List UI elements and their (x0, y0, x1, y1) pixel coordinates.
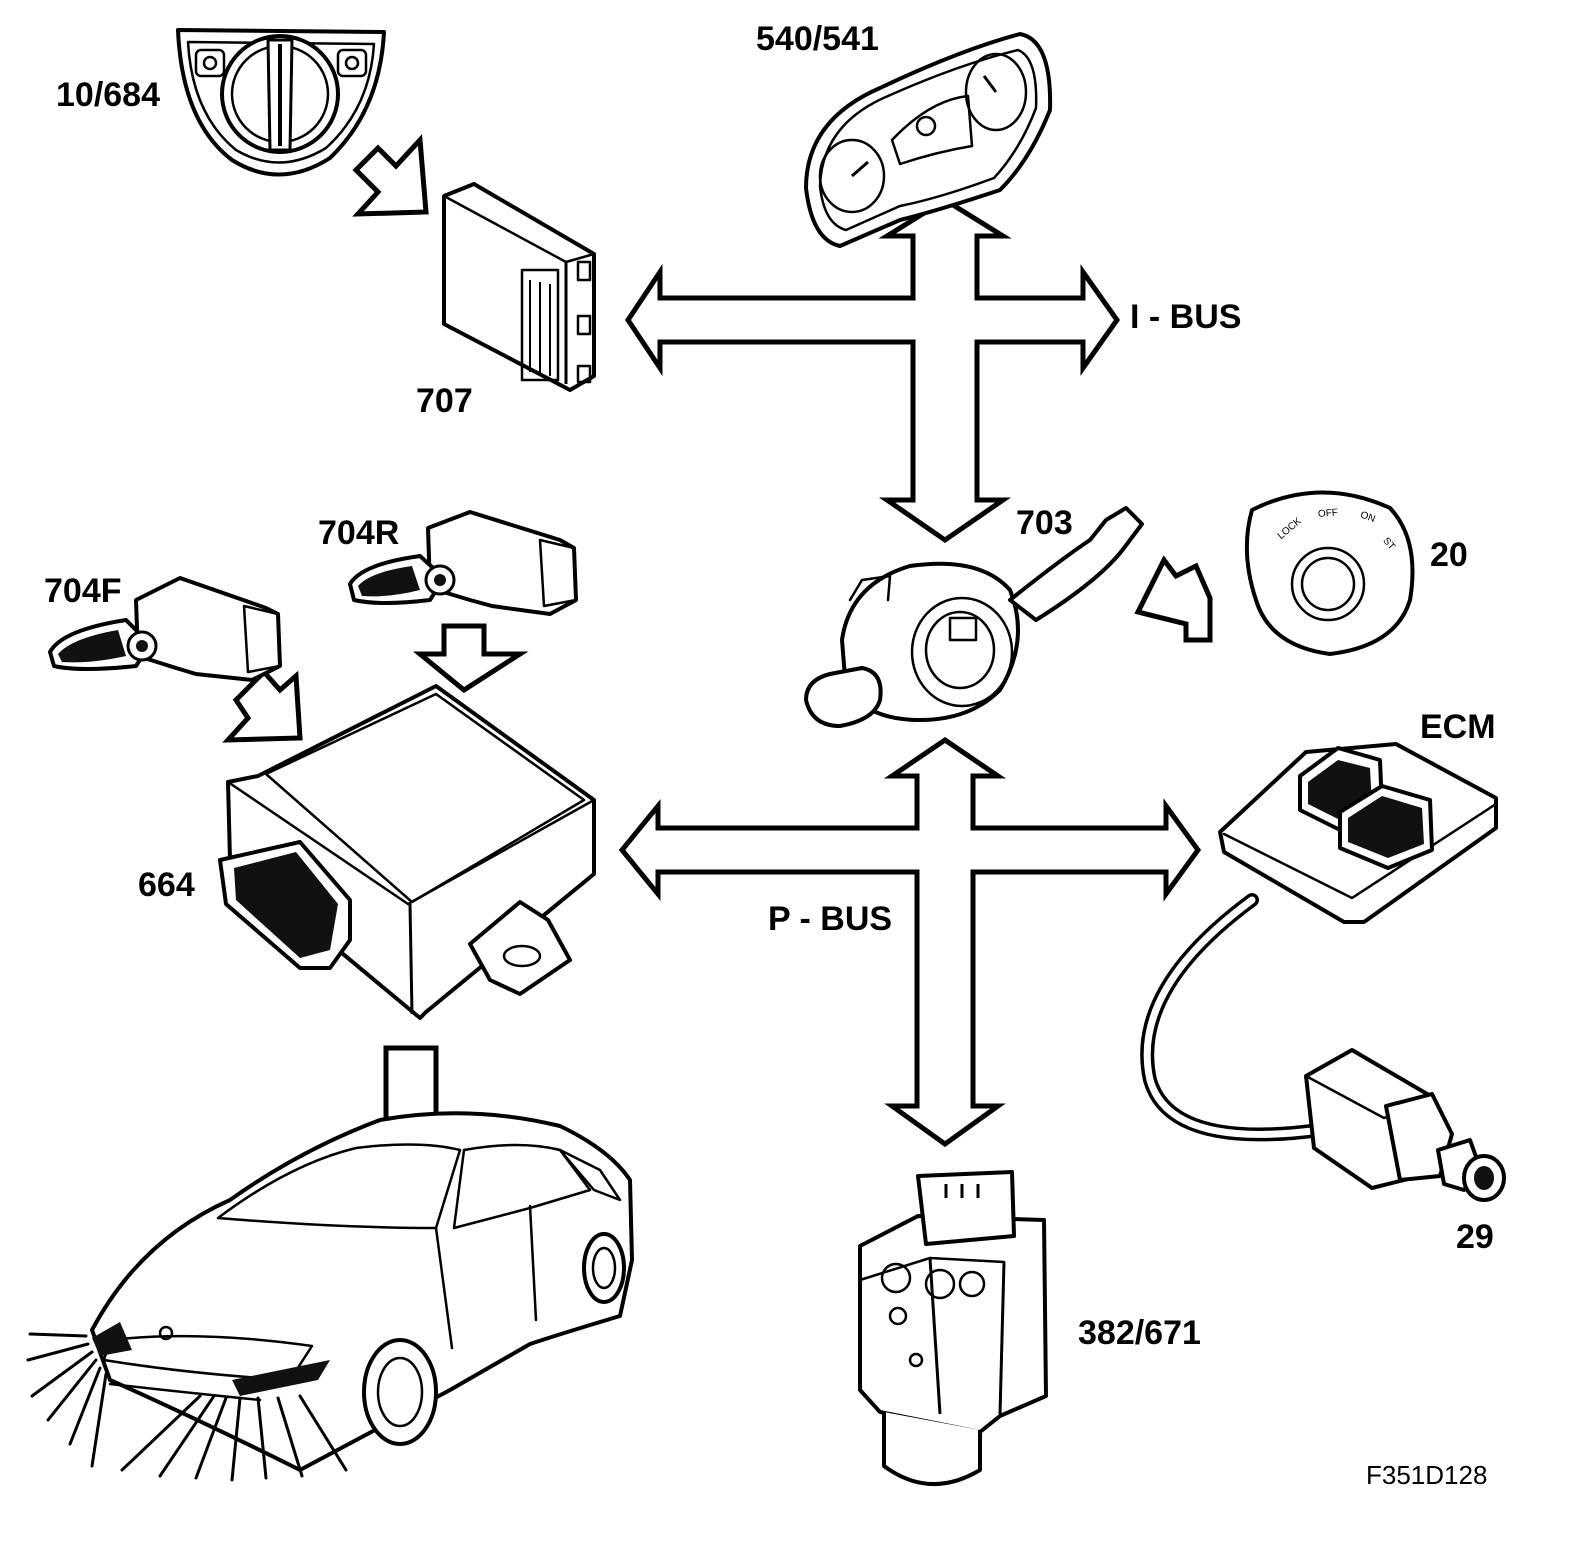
label-sensor-704f: 704F (44, 572, 122, 610)
label-i-bus: I - BUS (1130, 298, 1241, 336)
arrow-704f-to-664 (222, 668, 303, 743)
headlight-beams (26, 1332, 348, 1482)
arrow-ignition-to-703 (1134, 555, 1213, 643)
ignition-pos-on: ON (1359, 510, 1377, 525)
instrument-cluster-icon (804, 32, 1053, 248)
ecm-icon (1218, 742, 1498, 924)
car-icon (90, 1111, 634, 1472)
control-unit-664-icon (218, 684, 596, 1020)
label-instrument-cluster: 540/541 (756, 20, 879, 58)
arrow-704r-to-664 (412, 623, 529, 694)
label-brake-switch: 29 (1456, 1218, 1494, 1256)
ignition-pos-off: OFF (1318, 507, 1339, 520)
sensor-704f-icon (48, 576, 282, 682)
label-module-707: 707 (416, 382, 473, 420)
ecm-cable (1140, 893, 1327, 1142)
label-abs-unit: 382/671 (1078, 1314, 1201, 1352)
p-bus-arrow-cross (618, 736, 1202, 1148)
ignition-switch-icon: LOCK OFF ON ST (1244, 490, 1415, 656)
label-ecm: ECM (1420, 708, 1496, 746)
module-707-icon (442, 182, 596, 392)
i-bus-arrow-cross (624, 197, 1121, 544)
label-steering-module: 703 (1016, 504, 1073, 542)
figure-id: F351D128 (1366, 1460, 1487, 1490)
brake-switch-icon (1304, 1048, 1506, 1202)
arrow-light-switch-to-707 (352, 134, 429, 217)
steering-module-icon (804, 506, 1144, 728)
abs-unit-icon (858, 1170, 1048, 1487)
label-ignition-switch: 20 (1430, 536, 1468, 574)
sensor-704r-icon (348, 510, 578, 616)
label-sensor-704r: 704R (318, 514, 399, 552)
light-switch-icon (176, 28, 386, 177)
label-p-bus: P - BUS (768, 900, 892, 938)
label-light-switch: 10/684 (56, 76, 160, 114)
label-control-unit-664: 664 (138, 866, 195, 904)
